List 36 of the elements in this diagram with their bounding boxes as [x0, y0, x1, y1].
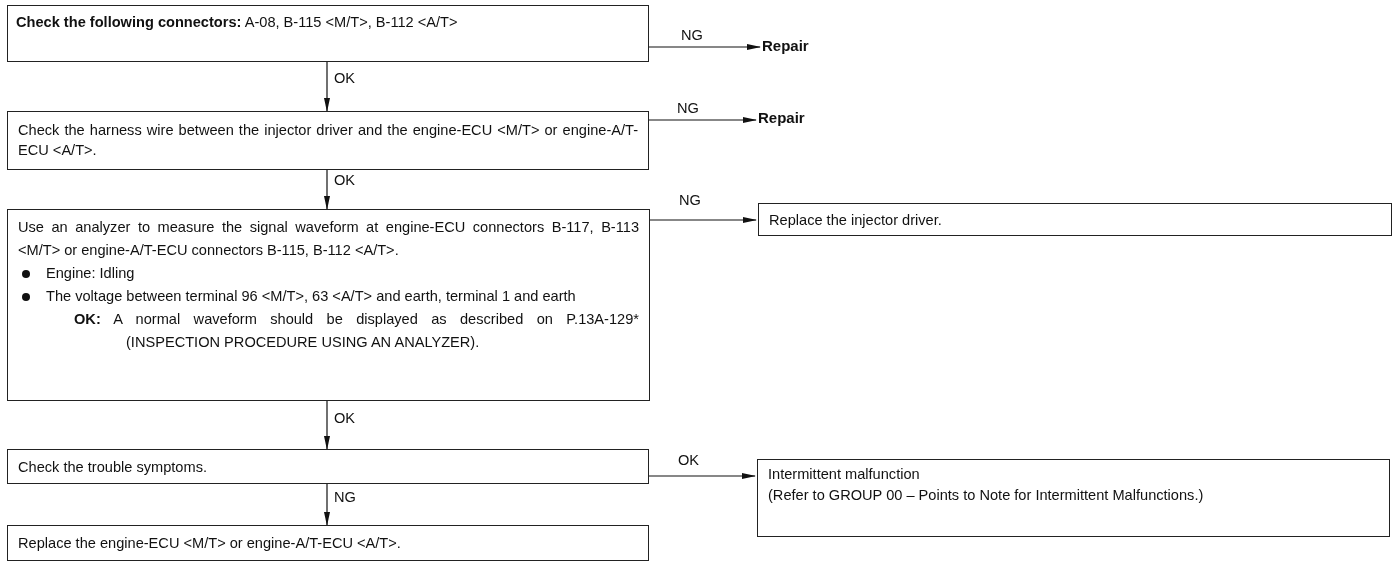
step-text: Intermittent malfunction: [768, 465, 921, 484]
process-box: [7, 111, 649, 170]
process-box: [7, 5, 649, 62]
process-box: [7, 209, 650, 401]
process-box: [758, 203, 1392, 236]
process-box: [7, 525, 649, 561]
arrow: [648, 473, 756, 479]
note-text: OK: A normal waveform should be displayed as described on P.13A-129* (INSPECTION PROCEDURE USING AN ANALYZER).: [73, 310, 639, 352]
process-box: [757, 459, 1390, 537]
arrow: [324, 400, 330, 450]
step-text: Replace the injector driver.: [769, 211, 943, 230]
edge-label: OK: [333, 410, 357, 426]
edge-label: NG: [680, 27, 704, 43]
step-text: (Refer to GROUP 00 – Points to Note for Intermittent Malfunctions.): [768, 486, 1205, 505]
bullet-text: The voltage between terminal 96 <M/T>, 63 <A/T> and earth, terminal 1 and earth: [46, 288, 576, 304]
arrow: [324, 61, 330, 112]
arrow: [649, 217, 757, 223]
process-box: [7, 449, 649, 484]
result-text: Repair: [762, 36, 809, 56]
step-text: Check the following connectors: A-08, B-115 <M/T>, B-112 <A/T>: [16, 13, 459, 32]
bullet-text: Engine: Idling: [46, 265, 135, 281]
instruction-text: Use an analyzer to measure the signal waveform at engine-ECU connectors B-117, B-113 <M/T> or engine-A/T-ECU connectors B-115, B-112 <A/T>.: [18, 218, 639, 260]
edge-label: OK: [677, 452, 701, 468]
arrow: [648, 44, 761, 50]
step-text: Check the harness wire between the injector driver and the engine-ECU <M/T> or engine-A/T-ECU <A/T>.: [18, 121, 638, 160]
step-text: Replace the engine-ECU <M/T> or engine-A/T-ECU <A/T>.: [18, 534, 402, 553]
arrow: [324, 483, 330, 526]
arrow: [324, 169, 330, 210]
edge-label: OK: [333, 172, 357, 188]
edge-label: OK: [333, 70, 357, 86]
arrow: [648, 117, 757, 123]
edge-label: NG: [678, 192, 702, 208]
edge-label: NG: [333, 489, 357, 505]
edge-label: NG: [676, 100, 700, 116]
result-text: Repair: [758, 108, 805, 128]
step-text: Check the trouble symptoms.: [18, 458, 208, 477]
